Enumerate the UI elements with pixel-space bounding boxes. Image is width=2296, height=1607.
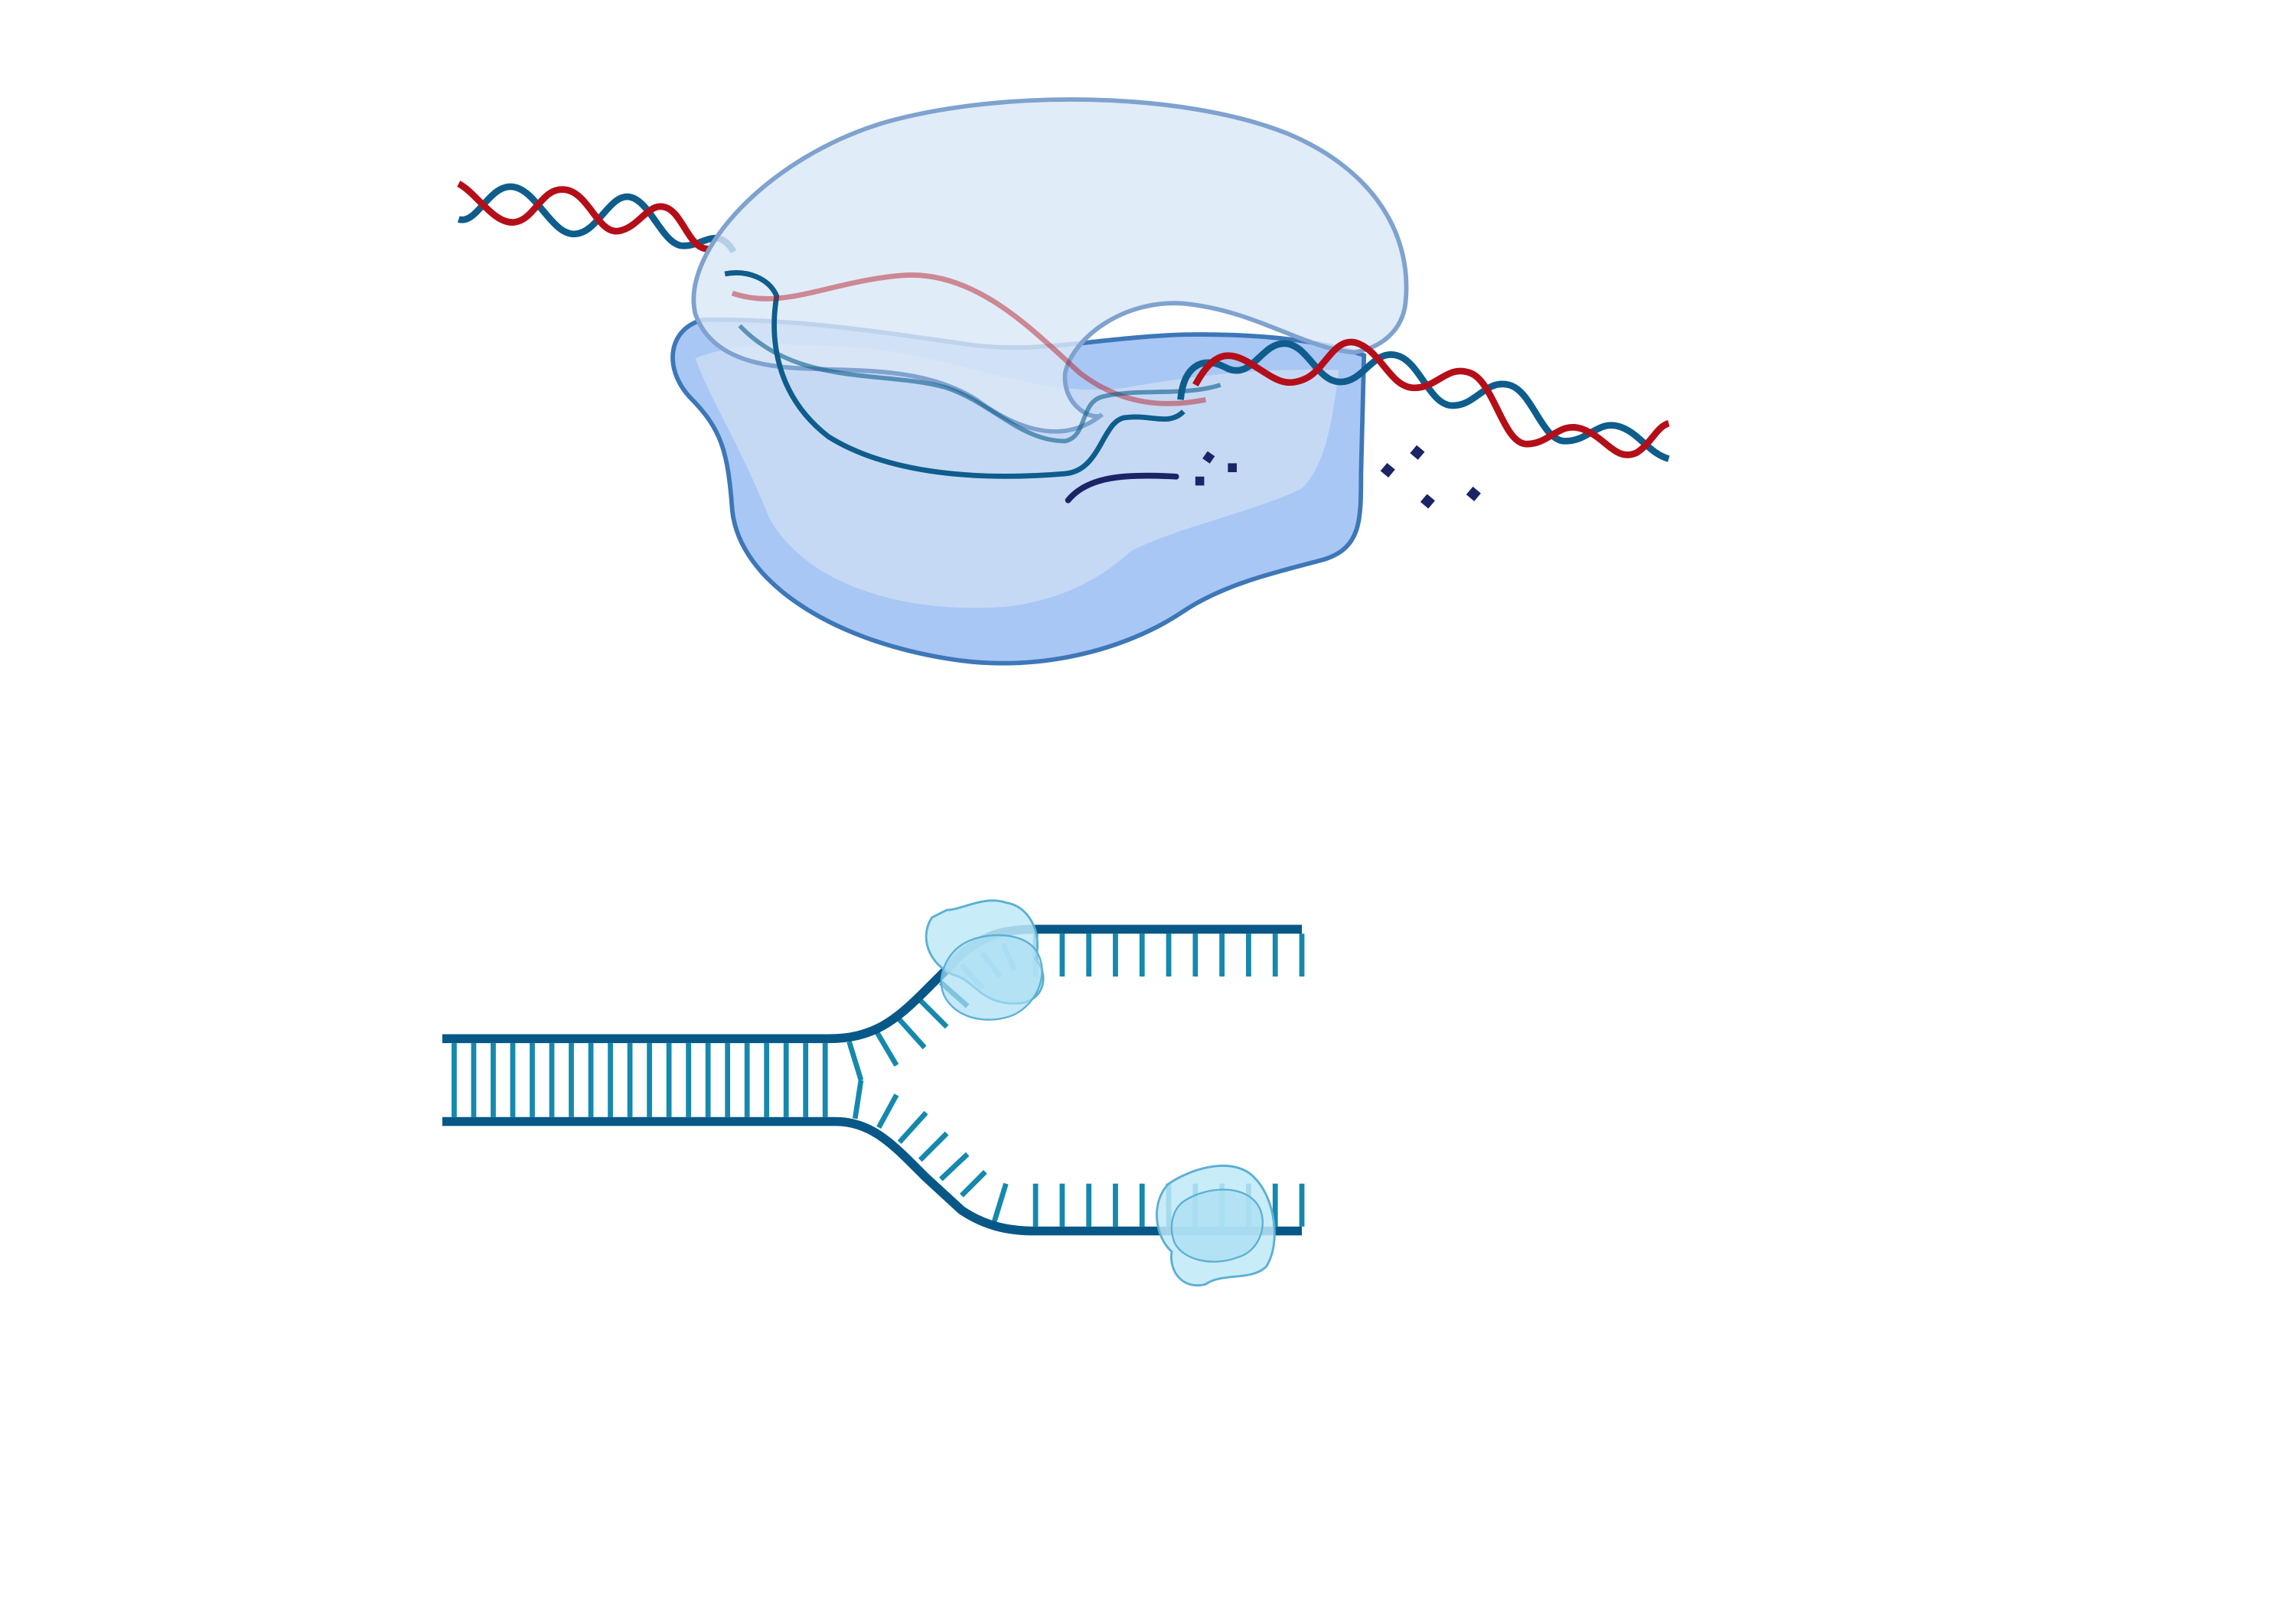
polymerase-enzyme-lower	[1156, 1164, 1276, 1287]
base-pair-rung	[852, 1079, 864, 1120]
dna-helix-red-strand-left	[457, 181, 711, 253]
rna-polymerase-top-lobe	[691, 97, 1409, 434]
base-pair-rung	[897, 1110, 928, 1144]
free-nucleotides	[1195, 445, 1481, 509]
base-pair-rung	[939, 1152, 970, 1182]
nucleotide	[1228, 463, 1237, 473]
leading-strand-rungs	[1032, 934, 1305, 977]
transcription-complex	[457, 97, 1671, 666]
base-pair-rung	[846, 1041, 864, 1081]
base-pair-rung	[918, 1131, 949, 1162]
nucleotide	[1420, 494, 1435, 509]
base-pair-rung	[960, 1169, 987, 1198]
dna-inner-blue-path	[738, 324, 1221, 444]
base-pair-rung	[876, 1094, 899, 1129]
nascent-rna-strand	[1065, 472, 1179, 504]
dna-backbone-upper	[442, 924, 1303, 1044]
base-pair-rung	[991, 1182, 1009, 1224]
dna-helix-red-strand-right	[1192, 338, 1671, 458]
nucleotide	[1410, 445, 1425, 460]
base-pair-rung	[895, 1016, 927, 1050]
nucleotide	[1195, 476, 1205, 486]
dna-nontemplate-path	[731, 272, 1207, 406]
base-pair-rung	[875, 1031, 899, 1067]
replication-fork	[442, 899, 1305, 1287]
dna-helix-blue-strand-left	[457, 183, 737, 254]
base-pair-rung	[918, 998, 949, 1029]
dna-backbone-lower	[442, 1116, 1303, 1236]
nucleotide	[1202, 451, 1215, 464]
enzyme-lobe-front	[940, 934, 1043, 1021]
parental-dna-rungs	[452, 1043, 828, 1117]
nucleotide	[1466, 486, 1481, 501]
enzyme-lobe-front	[1170, 1188, 1264, 1263]
nucleotide	[1380, 462, 1395, 478]
dna-template-loop	[724, 270, 1186, 479]
polymerase-enzyme-upper	[925, 899, 1045, 1021]
